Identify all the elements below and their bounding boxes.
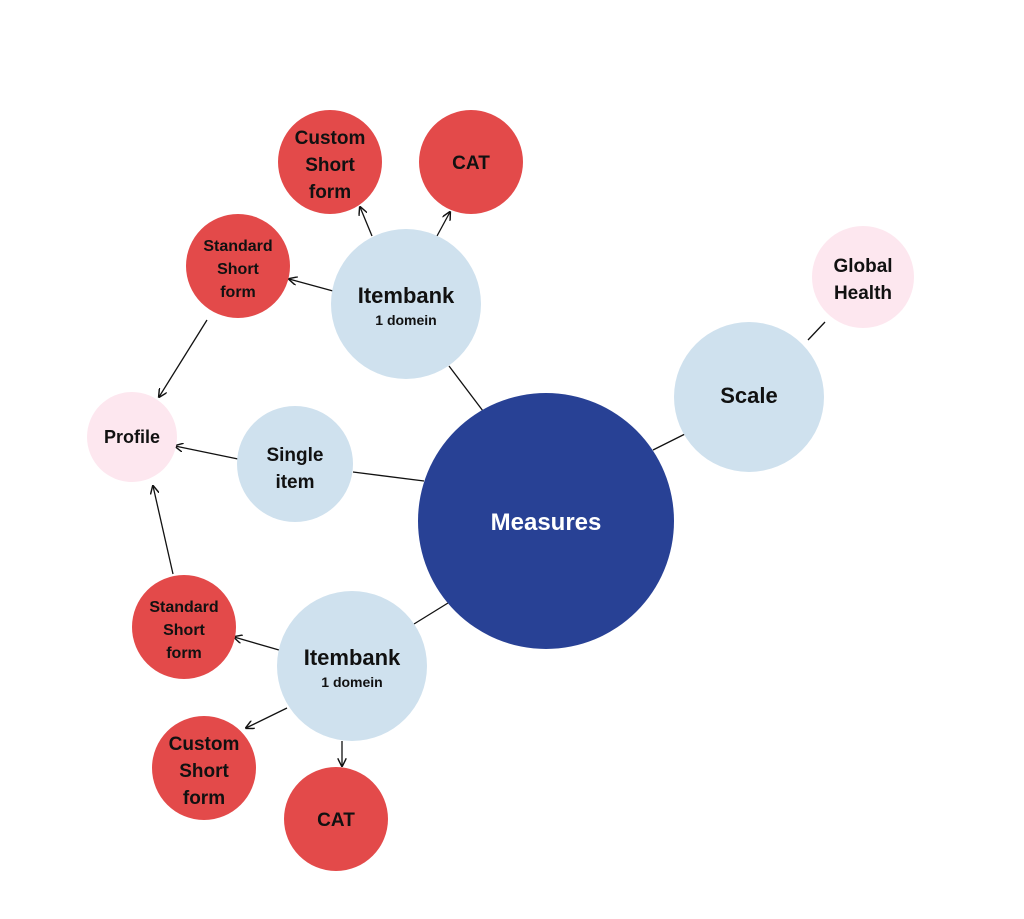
- cat-top-circle: [419, 110, 523, 214]
- itembank-bottom-subtitle: 1 domein: [321, 674, 382, 690]
- itembank-bottom-circle: [277, 591, 427, 741]
- standard-short-form-bottom-line2: Short: [163, 622, 205, 639]
- scale-label: Scale: [720, 383, 778, 408]
- standard-short-form-bottom-line1: Standard: [149, 599, 218, 616]
- itembank-top-subtitle: 1 domein: [375, 312, 436, 328]
- cat-bottom-label: CAT: [317, 810, 355, 831]
- single-item-circle: [237, 406, 353, 522]
- arrow-standard-short-top-to-profile: [159, 319, 208, 397]
- custom-short-form-bottom-circle: [152, 716, 256, 820]
- custom-short-form-bottom-line3: form: [183, 788, 225, 809]
- global-health-label-line2: Health: [834, 283, 892, 304]
- profile-node: Profile: [87, 392, 177, 482]
- standard-short-form-bottom-node: Standard Short form: [132, 575, 236, 679]
- standard-short-form-bottom-line3: form: [166, 645, 202, 662]
- edge-measures-single-item: [352, 471, 425, 482]
- measures-circle: [418, 393, 674, 649]
- cat-bottom-circle: [284, 767, 388, 871]
- edge-measures-scale: [652, 433, 686, 451]
- scale-circle: [674, 322, 824, 472]
- standard-short-form-top-line1: Standard: [203, 238, 272, 255]
- single-item-node: Single item: [237, 406, 353, 522]
- itembank-bottom-title: Itembank: [304, 645, 401, 670]
- measures-node: Measures: [418, 393, 674, 649]
- itembank-top-circle: [331, 229, 481, 379]
- profile-circle: [87, 392, 177, 482]
- custom-short-form-bottom-node: Custom Short form: [152, 716, 256, 820]
- connectors: [153, 207, 826, 766]
- arrow-itembank-top-to-custom-short: [360, 207, 373, 237]
- cat-top-node: CAT: [419, 110, 523, 214]
- custom-short-form-bottom-line2: Short: [179, 761, 229, 782]
- global-health-label-line1: Global: [833, 256, 892, 277]
- single-item-line1: Single: [266, 445, 323, 466]
- arrow-standard-short-bottom-to-profile: [153, 486, 174, 575]
- custom-short-form-top-circle: [278, 110, 382, 214]
- global-health-circle: [812, 226, 914, 328]
- cat-bottom-node: CAT: [284, 767, 388, 871]
- standard-short-form-top-line3: form: [220, 284, 256, 301]
- arrow-single-item-to-profile: [175, 446, 239, 460]
- custom-short-form-top-line2: Short: [305, 155, 355, 176]
- itembank-bottom-node: Itembank 1 domein: [277, 591, 427, 741]
- standard-short-form-top-circle: [186, 214, 290, 318]
- global-health-node: Global Health: [812, 226, 914, 328]
- custom-short-form-top-line3: form: [309, 182, 351, 203]
- arrow-itembank-bottom-to-standard-short: [234, 637, 280, 651]
- cat-top-label: CAT: [452, 153, 490, 174]
- edge-measures-itembank-top: [448, 365, 484, 412]
- scale-node: Scale: [674, 322, 824, 472]
- edge-measures-itembank-bottom: [413, 602, 449, 625]
- arrow-itembank-bottom-to-custom-short: [246, 707, 288, 728]
- standard-short-form-top-node: Standard Short form: [186, 214, 290, 318]
- profile-label: Profile: [104, 427, 160, 447]
- itembank-top-title: Itembank: [358, 283, 455, 308]
- arrow-itembank-top-to-cat: [436, 212, 450, 237]
- itembank-top-node: Itembank 1 domein: [331, 229, 481, 379]
- standard-short-form-top-line2: Short: [217, 261, 259, 278]
- single-item-line2: item: [275, 472, 314, 493]
- custom-short-form-top-node: Custom Short form: [278, 110, 382, 214]
- custom-short-form-top-line1: Custom: [295, 128, 366, 149]
- custom-short-form-bottom-line1: Custom: [169, 734, 240, 755]
- measures-label: Measures: [491, 509, 602, 536]
- standard-short-form-bottom-circle: [132, 575, 236, 679]
- arrow-itembank-top-to-standard-short: [289, 279, 334, 292]
- edge-scale-global-health: [807, 321, 826, 341]
